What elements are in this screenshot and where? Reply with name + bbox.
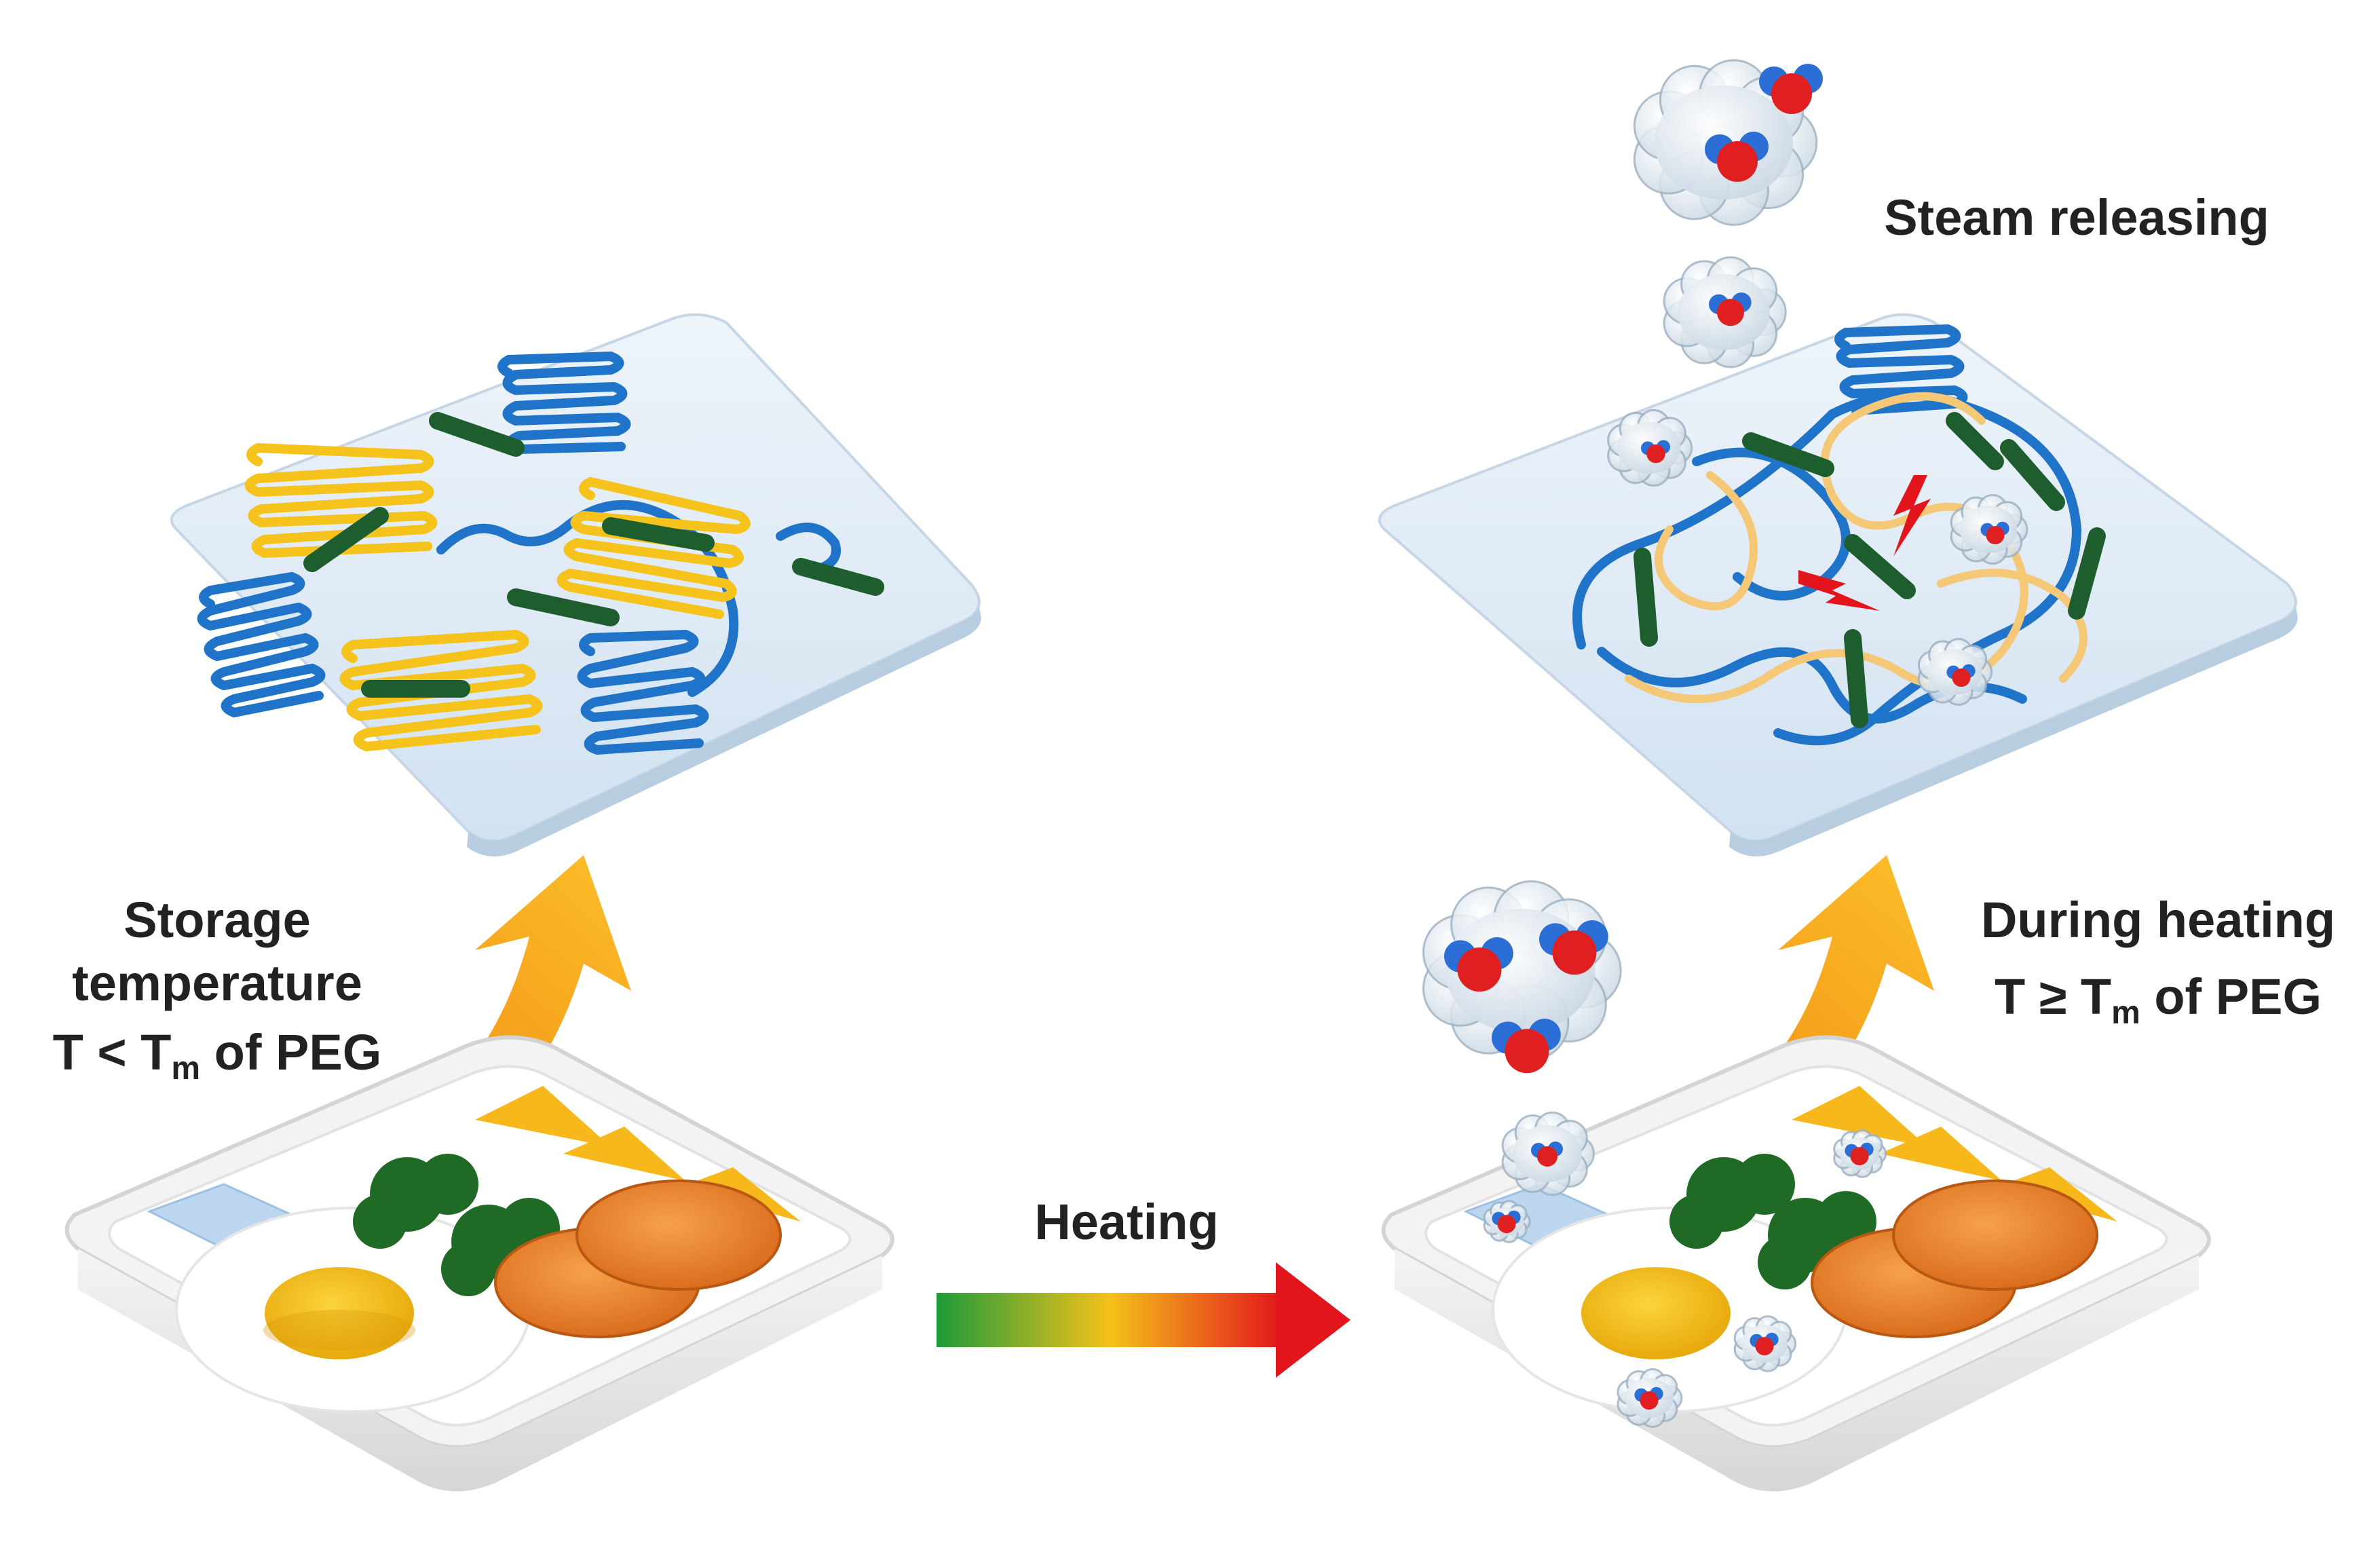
- water-molecule-icon: [1750, 1332, 1779, 1356]
- water-molecule-icon: [1634, 1386, 1663, 1410]
- water-molecule-icon: [1845, 1142, 1874, 1166]
- rising-arrow-icon: [244, 855, 631, 1215]
- water-molecule-icon: [1492, 1210, 1521, 1234]
- steam-cloud-icon: [1422, 880, 1622, 1074]
- water-molecule-icon: [1709, 292, 1752, 326]
- during-heating-label: During heating T ≥ Tm of PEG: [1954, 889, 2362, 1034]
- steam-cloud-icon: [1733, 1315, 1797, 1372]
- water-molecule-icon: [1492, 1019, 1561, 1074]
- water-molecule-icon: [1641, 440, 1671, 464]
- water-molecule-icon: [1946, 664, 1976, 687]
- storage-cond-suffix: of PEG: [200, 1024, 382, 1080]
- amorphous-film-icon: [1378, 313, 2298, 857]
- steam-cloud-icon: [1833, 1129, 1887, 1178]
- water-molecule-icon: [1531, 1141, 1563, 1167]
- rising-arrow-icon: [1527, 855, 1934, 1222]
- steam-cloud-icon: [1633, 59, 1823, 226]
- heating-condition: T ≥ Tm of PEG: [1954, 966, 2362, 1034]
- heating-label: Heating: [1034, 1194, 1219, 1250]
- steam-releasing-label: Steam releasing: [1884, 189, 2269, 246]
- steam-cloud-icon: [1663, 256, 1787, 369]
- heating-cond-sub: m: [2111, 994, 2140, 1031]
- heating-cond-prefix: T ≥ T: [1994, 968, 2112, 1025]
- heating-cond-suffix: of PEG: [2140, 968, 2322, 1025]
- storage-condition: T < Tm of PEG: [27, 1021, 407, 1089]
- water-molecule-icon: [1539, 920, 1608, 975]
- storage-cond-prefix: T < T: [52, 1024, 172, 1080]
- water-molecule-icon: [1759, 64, 1823, 114]
- storage-line-2: temperature: [72, 954, 362, 1011]
- heating-arrow-icon: [937, 1262, 1350, 1378]
- water-molecule-icon: [1980, 521, 2009, 545]
- storage-cond-sub: m: [171, 1051, 201, 1087]
- food-tray-icon: [1381, 1035, 2211, 1492]
- crystalline-film-icon: [170, 313, 981, 857]
- steam-cloud-icon: [1950, 493, 2028, 565]
- storage-line-1: Storage: [124, 892, 311, 948]
- steam-cloud-icon: [1501, 1111, 1595, 1196]
- water-molecule-icon: [1705, 132, 1769, 182]
- during-heating-line: During heating: [1980, 892, 2336, 948]
- steam-cloud-icon: [1917, 637, 1993, 706]
- steam-cloud-icon: [1483, 1200, 1531, 1243]
- water-molecule-icon: [1444, 937, 1513, 992]
- steam-cloud-icon: [1617, 1368, 1683, 1428]
- steam-cloud-icon: [1607, 409, 1693, 487]
- storage-label: Storage temperature T < Tm of PEG: [27, 889, 407, 1089]
- steam-clouds: [1422, 59, 2028, 1428]
- food-tray-icon: [64, 1035, 894, 1492]
